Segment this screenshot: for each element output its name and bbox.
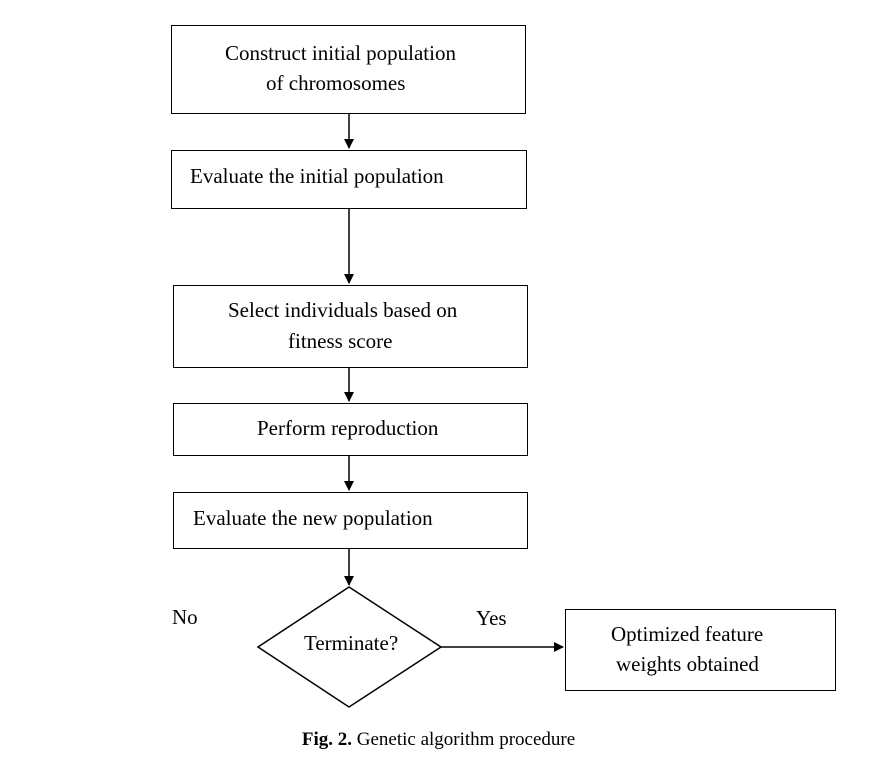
- decision-diamond: [256, 586, 443, 708]
- figure-caption: Fig. 2. Genetic algorithm procedure: [0, 729, 877, 751]
- step-select-individuals: Select individuals based on fitness scor…: [173, 285, 528, 368]
- step-reproduce-label: Perform reproduction: [257, 416, 439, 440]
- step-perform-reproduction: Perform reproduction: [173, 403, 528, 456]
- step-evaluate-new-label: Evaluate the new population: [193, 506, 433, 530]
- figure-caption-text: Genetic algorithm procedure: [356, 729, 576, 750]
- step-evaluate-new: Evaluate the new population: [173, 492, 528, 549]
- step-result: Optimized feature weights obtained: [565, 609, 836, 691]
- step-result-line1: Optimized feature: [611, 622, 764, 646]
- branch-yes-label: Yes: [476, 606, 507, 630]
- step-select-line1: Select individuals based on: [228, 298, 458, 322]
- step-construct-population: Construct initial population of chromoso…: [171, 25, 526, 114]
- branch-no-label: No: [172, 605, 198, 629]
- step-construct-line2: of chromosomes: [266, 71, 406, 95]
- figure-caption-label: Fig. 2.: [301, 729, 352, 750]
- step-result-line2: weights obtained: [616, 652, 759, 676]
- step-evaluate-initial-label: Evaluate the initial population: [190, 164, 444, 188]
- step-construct-line1: Construct initial population: [225, 41, 456, 65]
- step-select-line2: fitness score: [288, 329, 393, 353]
- step-evaluate-initial: Evaluate the initial population: [171, 150, 527, 209]
- decision-label: Terminate?: [304, 631, 399, 655]
